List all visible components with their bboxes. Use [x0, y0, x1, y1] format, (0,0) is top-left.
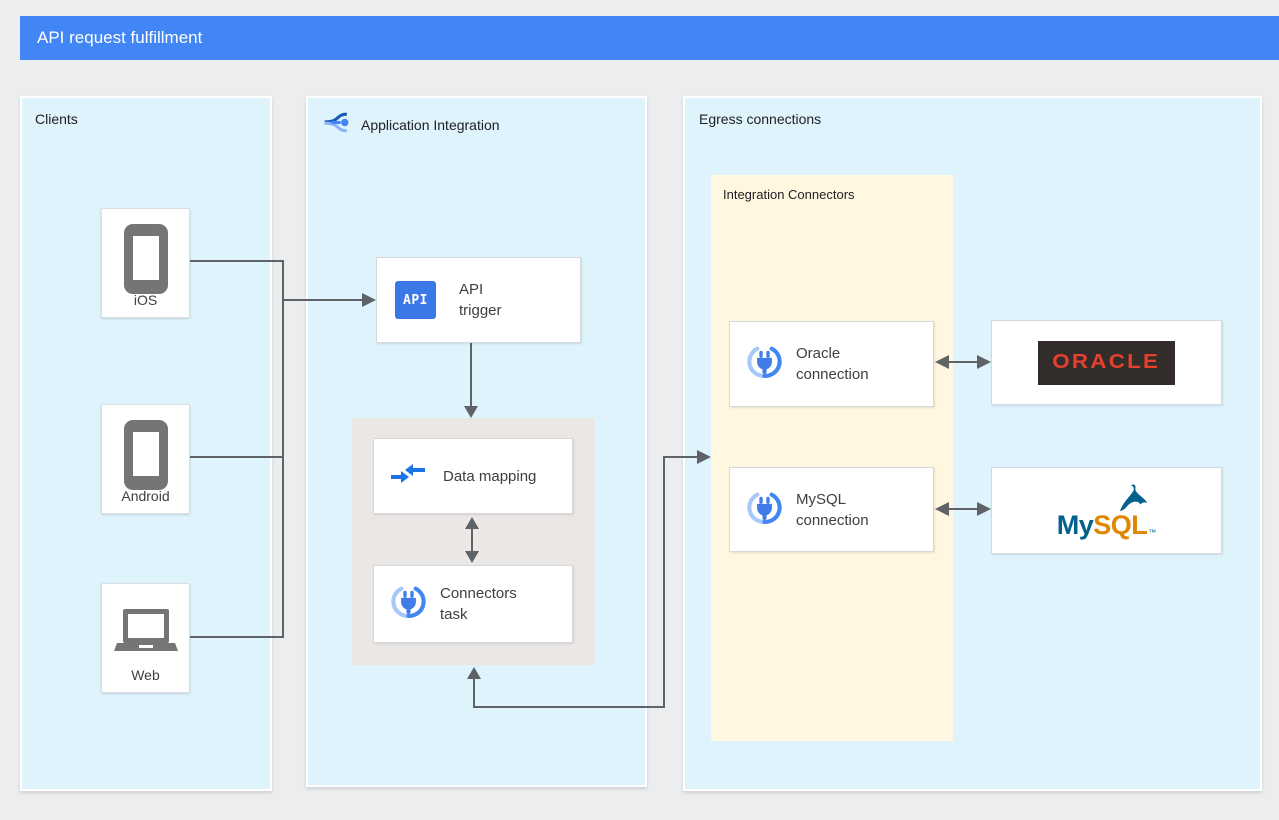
arrowhead-into-process-bottom — [467, 667, 481, 679]
mysql-trademark: ™ — [1148, 528, 1157, 537]
edge-mysql-bidirectional — [948, 508, 978, 510]
integration-connectors-group: Integration Connectors — [711, 175, 953, 741]
edge-web-to-trunk — [190, 636, 284, 638]
client-card-android: Android — [101, 404, 190, 514]
arrowhead-into-integration-connectors — [697, 450, 711, 464]
client-label-web: Web — [131, 667, 160, 683]
clients-zone-label: Clients — [35, 111, 78, 127]
connectors-icon — [390, 583, 427, 625]
phone-icon — [102, 419, 189, 491]
edge-oracle-bidirectional — [948, 361, 978, 363]
edge-trunk-to-api-trigger — [282, 299, 363, 301]
phone-icon — [102, 223, 189, 295]
client-card-web: Web — [101, 583, 190, 693]
connectors-icon — [746, 343, 783, 385]
edge-mapping-task — [471, 528, 473, 552]
oracle-connection-label: Oracle connection — [796, 345, 869, 383]
mysql-logo-my: My — [1056, 510, 1094, 540]
edge-loop-bottom — [473, 706, 665, 708]
client-label-android: Android — [121, 488, 170, 504]
connectors-task-label: Connectors task — [440, 585, 517, 623]
connectors-task-node: Connectors task — [373, 565, 573, 643]
arrowhead-into-process — [464, 406, 478, 418]
client-card-ios: iOS — [101, 208, 190, 318]
edge-loop-top — [663, 456, 699, 458]
oracle-connection-node: Oracle connection — [729, 321, 934, 407]
edge-ios-to-trunk — [190, 260, 284, 262]
client-label-ios: iOS — [133, 292, 158, 308]
arrowhead-into-api-trigger — [362, 293, 376, 307]
diagram-title-bar: API request fulfillment — [20, 16, 1279, 60]
api-trigger-icon: API — [395, 281, 436, 319]
diagram-title: API request fulfillment — [37, 28, 203, 47]
oracle-logo: ORACLE — [1038, 340, 1175, 385]
egress-zone-label: Egress connections — [699, 111, 822, 127]
edge-loop-left-vertical — [473, 678, 475, 708]
connectors-icon — [746, 489, 783, 531]
arrowhead-into-mysql-connection — [935, 502, 949, 516]
mysql-connection-node: MySQL connection — [729, 467, 934, 552]
mysql-logo-sql: SQL — [1093, 510, 1148, 540]
api-trigger-node: API API trigger — [376, 257, 581, 343]
application-integration-zone-label: Application Integration — [361, 117, 500, 133]
oracle-logo-text: ORACLE — [1052, 351, 1161, 373]
integration-connectors-label: Integration Connectors — [723, 187, 855, 202]
arrowhead-into-oracle-db — [977, 355, 991, 369]
edge-loop-right-vertical — [663, 456, 665, 708]
application-integration-icon — [320, 107, 351, 143]
data-mapping-node: Data mapping — [373, 438, 573, 514]
arrowhead-into-oracle-connection — [935, 355, 949, 369]
arrowhead-into-data-mapping — [465, 517, 479, 529]
oracle-database-node: ORACLE — [991, 320, 1222, 405]
edge-api-trigger-to-process — [470, 343, 472, 406]
api-trigger-label: API trigger — [459, 281, 502, 319]
edge-android-to-trunk — [190, 456, 284, 458]
edge-clients-trunk — [282, 260, 284, 638]
laptop-icon — [102, 608, 189, 654]
mysql-connection-label: MySQL connection — [796, 490, 869, 529]
arrowhead-into-connectors-task — [465, 551, 479, 563]
data-mapping-icon — [391, 460, 425, 492]
data-mapping-label: Data mapping — [443, 467, 537, 485]
mysql-dolphin-icon — [1119, 484, 1147, 511]
arrowhead-into-mysql-db — [977, 502, 991, 516]
